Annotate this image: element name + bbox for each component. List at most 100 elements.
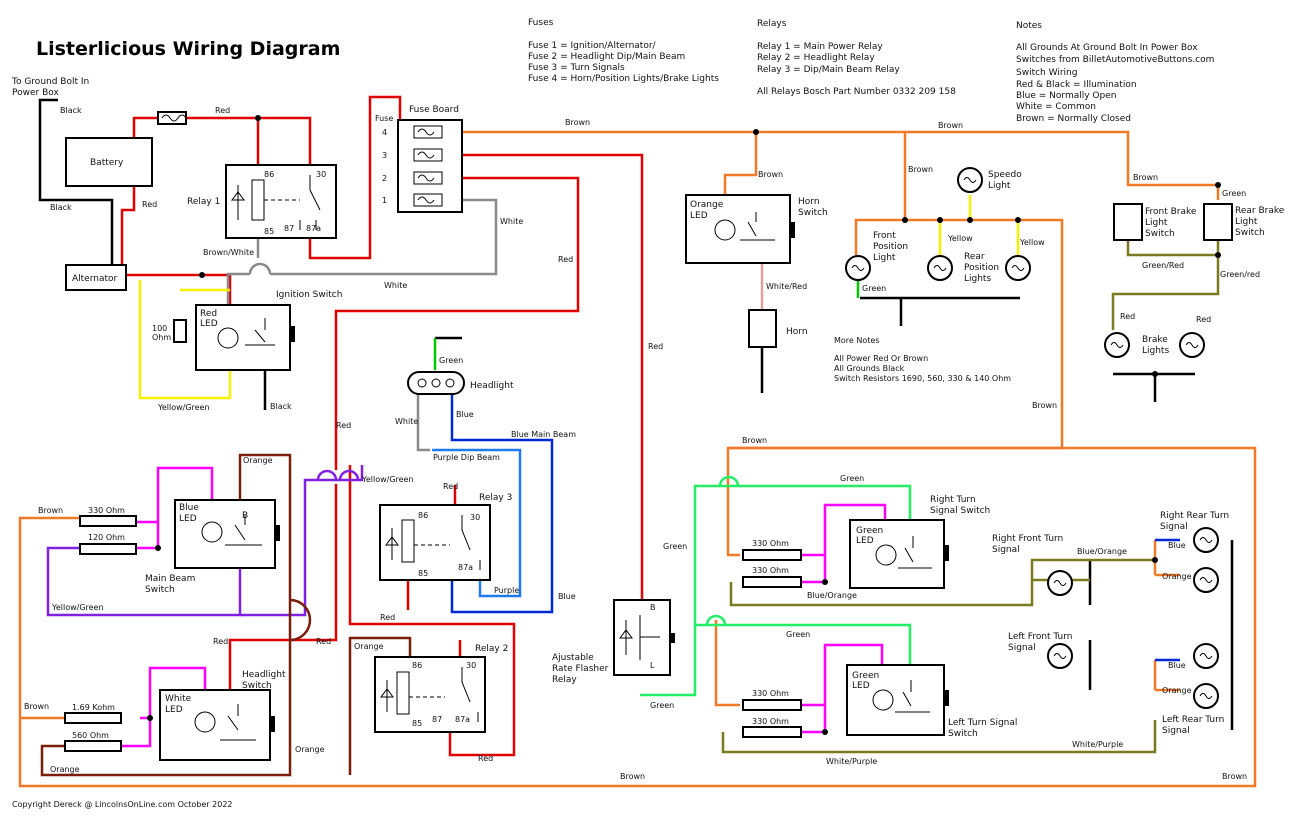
wire-label: Orange <box>50 765 80 774</box>
wire-red-fuse2 <box>334 176 580 470</box>
wire-label: Brown <box>24 702 49 711</box>
relays-line: Relay 1 = Main Power Relay <box>757 42 883 52</box>
notes-line: Brown = Normally Closed <box>1016 114 1131 124</box>
front-pos-label: Light <box>873 253 896 263</box>
headlight-switch-label: Headlight <box>242 670 286 680</box>
wire-label: Brown/White <box>203 248 254 257</box>
wire-label: Brown <box>742 436 767 445</box>
front-pos-label: Position <box>873 242 908 252</box>
relay-3 <box>379 504 491 581</box>
wire-brown-outer <box>18 446 1257 788</box>
wire-label: Yellow <box>1019 238 1045 247</box>
wire-dkbrown-main <box>40 453 292 777</box>
wire-label: Brown <box>38 506 63 515</box>
wire-label: Yellow/Green <box>51 603 104 612</box>
main-beam-label: Main Beam <box>145 574 195 584</box>
fuses-line: Fuse 1 = Ignition/Alternator/ <box>528 41 657 51</box>
ground-bolt-label: To Ground Bolt In <box>11 77 89 87</box>
pin: 87 <box>432 715 442 724</box>
lrt-label: Left Rear Turn <box>1162 715 1224 725</box>
components <box>64 111 1233 761</box>
hl-led-color: White <box>165 694 192 704</box>
wire-label: Yellow/Green <box>361 475 414 484</box>
lt-led-color: Green <box>852 671 879 681</box>
front-brake-label: Switch <box>1145 229 1175 239</box>
fuse-board <box>397 119 463 213</box>
front-brake-label: Front Brake <box>1145 207 1197 217</box>
wire-dkbrown-relay2 <box>348 636 412 775</box>
headlight-label: Headlight <box>470 381 514 391</box>
pin: 86 <box>412 661 422 670</box>
pin: 86 <box>418 511 428 520</box>
ohm100-label: Ohm <box>152 333 171 342</box>
wire-white-headlight <box>416 393 430 452</box>
wire-olive-lt <box>721 720 1157 754</box>
lft-label: Left Front Turn <box>1008 632 1073 642</box>
fuses-heading: Fuses <box>528 18 554 28</box>
res-label: 330 Ohm <box>752 539 789 548</box>
wire-label: Red <box>1196 315 1211 324</box>
pin: 85 <box>264 227 274 236</box>
notes-line: Switch Wiring <box>1016 68 1077 78</box>
ohm100-label: 100 <box>152 324 167 333</box>
wire-label: Green <box>862 284 886 293</box>
flasher-b: B <box>650 603 656 612</box>
wire-label: White <box>384 281 407 290</box>
wire-brown-left <box>714 620 740 707</box>
left-turn-label: Left Turn Signal <box>948 718 1017 728</box>
main-led-label: LED <box>179 514 197 524</box>
ignition-switch <box>195 304 295 371</box>
res-label: 120 Ohm <box>88 533 125 542</box>
wire-hump-green <box>705 475 740 626</box>
hl-led-label: LED <box>165 705 183 715</box>
fuses-line: Fuse 4 = Horn/Position Lights/Brake Ligh… <box>528 74 719 84</box>
pin: 87 <box>284 224 294 233</box>
fuse-board-label: Fuse Board <box>409 105 459 115</box>
wire-label: Orange <box>243 456 273 465</box>
fuse-num: 2 <box>382 174 387 183</box>
pin: 30 <box>470 513 480 522</box>
rear-brake-switch <box>1203 203 1233 241</box>
notes-line: Red & Black = Illumination <box>1016 80 1137 90</box>
lrt-label: Signal <box>1162 726 1190 736</box>
wire-label: White/Purple <box>1072 740 1123 749</box>
relays-line: Relay 2 = Headlight Relay <box>757 53 875 63</box>
wire-label: Red <box>1120 312 1135 321</box>
rear-pos-label: Position <box>964 263 999 273</box>
wire-label: Yellow <box>947 234 973 243</box>
more-notes-line: All Power Red Or Brown <box>834 354 928 363</box>
wire-black-ground <box>38 98 58 132</box>
resistor-330-lt-1 <box>742 699 802 711</box>
fuse-num: 3 <box>382 151 387 160</box>
horn-switch-label: Switch <box>798 208 828 218</box>
lt-led-label: LED <box>852 681 870 691</box>
diagram-title: Listerlicious Wiring Diagram <box>36 38 340 60</box>
resistor-120-main <box>79 543 137 555</box>
wire-label: Yellow/Green <box>157 403 210 412</box>
notes-line: Blue = Normally Open <box>1016 91 1116 101</box>
relays-part: All Relays Bosch Part Number 0332 209 15… <box>757 87 956 97</box>
wire-label: Blue <box>558 592 576 601</box>
resistor-169k <box>64 712 122 724</box>
pin: 85 <box>418 569 428 578</box>
wire-label: Brown <box>620 772 645 781</box>
wire-label: Brown <box>908 165 933 174</box>
wire-label: White/Red <box>766 282 807 291</box>
relay-2 <box>374 656 486 733</box>
resistor-330-rt-2 <box>742 576 802 588</box>
flasher-l: L <box>650 661 655 670</box>
rrt-label: Signal <box>1160 522 1188 532</box>
notes-line: Switches from BilletAutomotiveButtons.co… <box>1016 55 1214 65</box>
res-label: 330 Ohm <box>752 566 789 575</box>
wire-label: Blue <box>1168 661 1186 670</box>
ground-bolt-label: Power Box <box>12 88 59 98</box>
wire-label: Blue/Orange <box>807 591 857 600</box>
wire-label: Green <box>650 701 674 710</box>
rrt-label: Right Rear Turn <box>1160 511 1229 521</box>
ignition-switch-label: Ignition Switch <box>276 290 342 300</box>
front-brake-switch <box>1113 203 1143 241</box>
rear-brake-label: Light <box>1235 217 1258 227</box>
wire-label: White <box>500 217 523 226</box>
main-beam-switch <box>174 499 280 569</box>
